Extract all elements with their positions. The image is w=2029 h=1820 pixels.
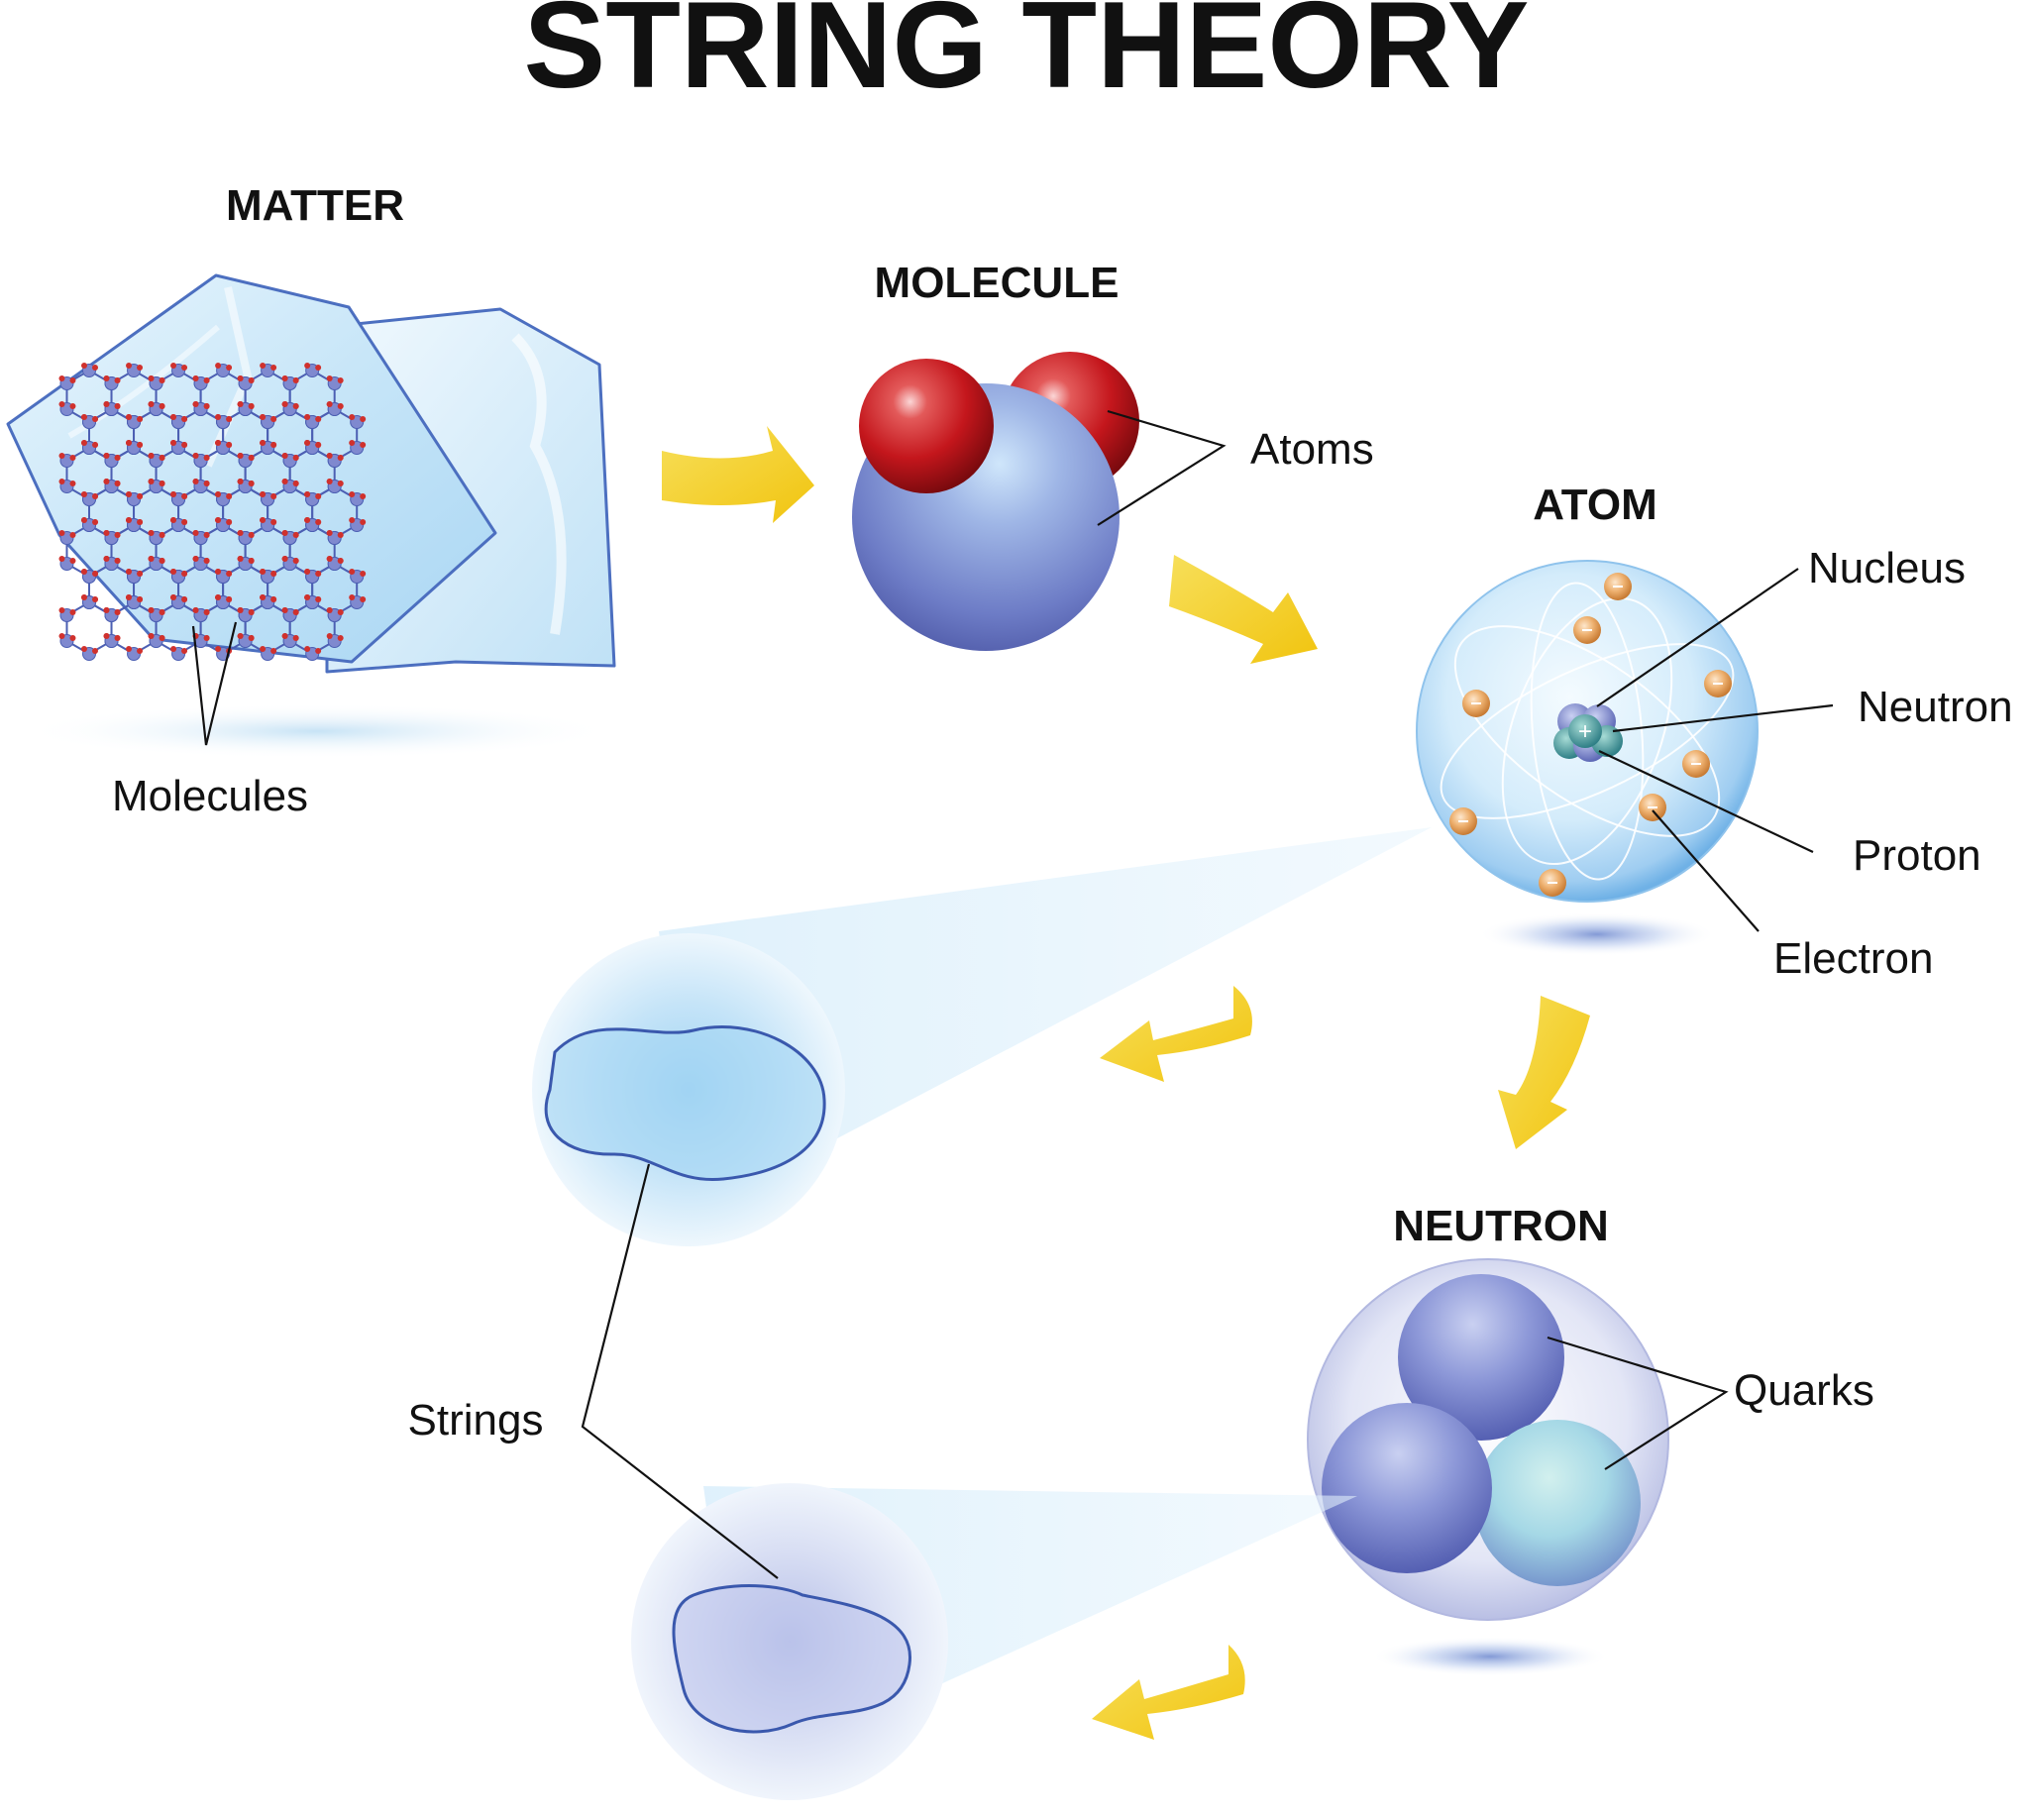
- label-strings: Strings: [408, 1396, 544, 1445]
- label-molecules: Molecules: [112, 772, 308, 820]
- molecule-lattice: [58, 363, 367, 661]
- matter-ice-block: [6, 273, 616, 759]
- string-loop-lower: [672, 1584, 911, 1734]
- electrons: [1449, 573, 1732, 897]
- arrow-matter-to-molecule: [662, 426, 814, 523]
- label-electron: Electron: [1773, 934, 1933, 983]
- zoom-beam-atom: [659, 827, 1432, 1214]
- neutron-sphere: [1307, 1258, 1669, 1676]
- hydrogen-atom-front: [859, 359, 994, 493]
- heading-molecule: MOLECULE: [875, 259, 1120, 307]
- quark-left: [1322, 1403, 1492, 1573]
- heading-matter: MATTER: [226, 181, 404, 230]
- page-title: STRING THEORY: [523, 0, 1529, 114]
- label-proton: Proton: [1853, 831, 1981, 880]
- heading-neutron: NEUTRON: [1393, 1202, 1609, 1250]
- water-molecule: [852, 352, 1139, 651]
- quark-right: [1474, 1420, 1641, 1586]
- electron-orbits: [1440, 582, 1735, 881]
- arrow-molecule-to-atom: [1169, 555, 1318, 664]
- heading-atom: ATOM: [1533, 481, 1656, 529]
- leader-lines: [191, 409, 1834, 1579]
- string-sphere-upper: [532, 933, 845, 1246]
- arrow-atom-to-neutron: [1498, 996, 1590, 1149]
- label-neutron: Neutron: [1858, 683, 2013, 731]
- label-quarks: Quarks: [1734, 1366, 1874, 1415]
- atom-sphere: +: [1416, 560, 1759, 956]
- arrow-neutron-to-string: [1092, 1645, 1245, 1740]
- string-loop-upper: [544, 1025, 826, 1182]
- flow-arrows: [662, 426, 1590, 1740]
- label-nucleus: Nucleus: [1808, 544, 1966, 592]
- string-sphere-lower: [631, 1483, 948, 1800]
- proton-plus-icon: +: [1578, 718, 1592, 745]
- quark-top: [1398, 1274, 1564, 1441]
- label-atoms: Atoms: [1250, 425, 1374, 474]
- nucleus: +: [1553, 703, 1623, 762]
- arrow-atom-to-string: [1100, 986, 1252, 1082]
